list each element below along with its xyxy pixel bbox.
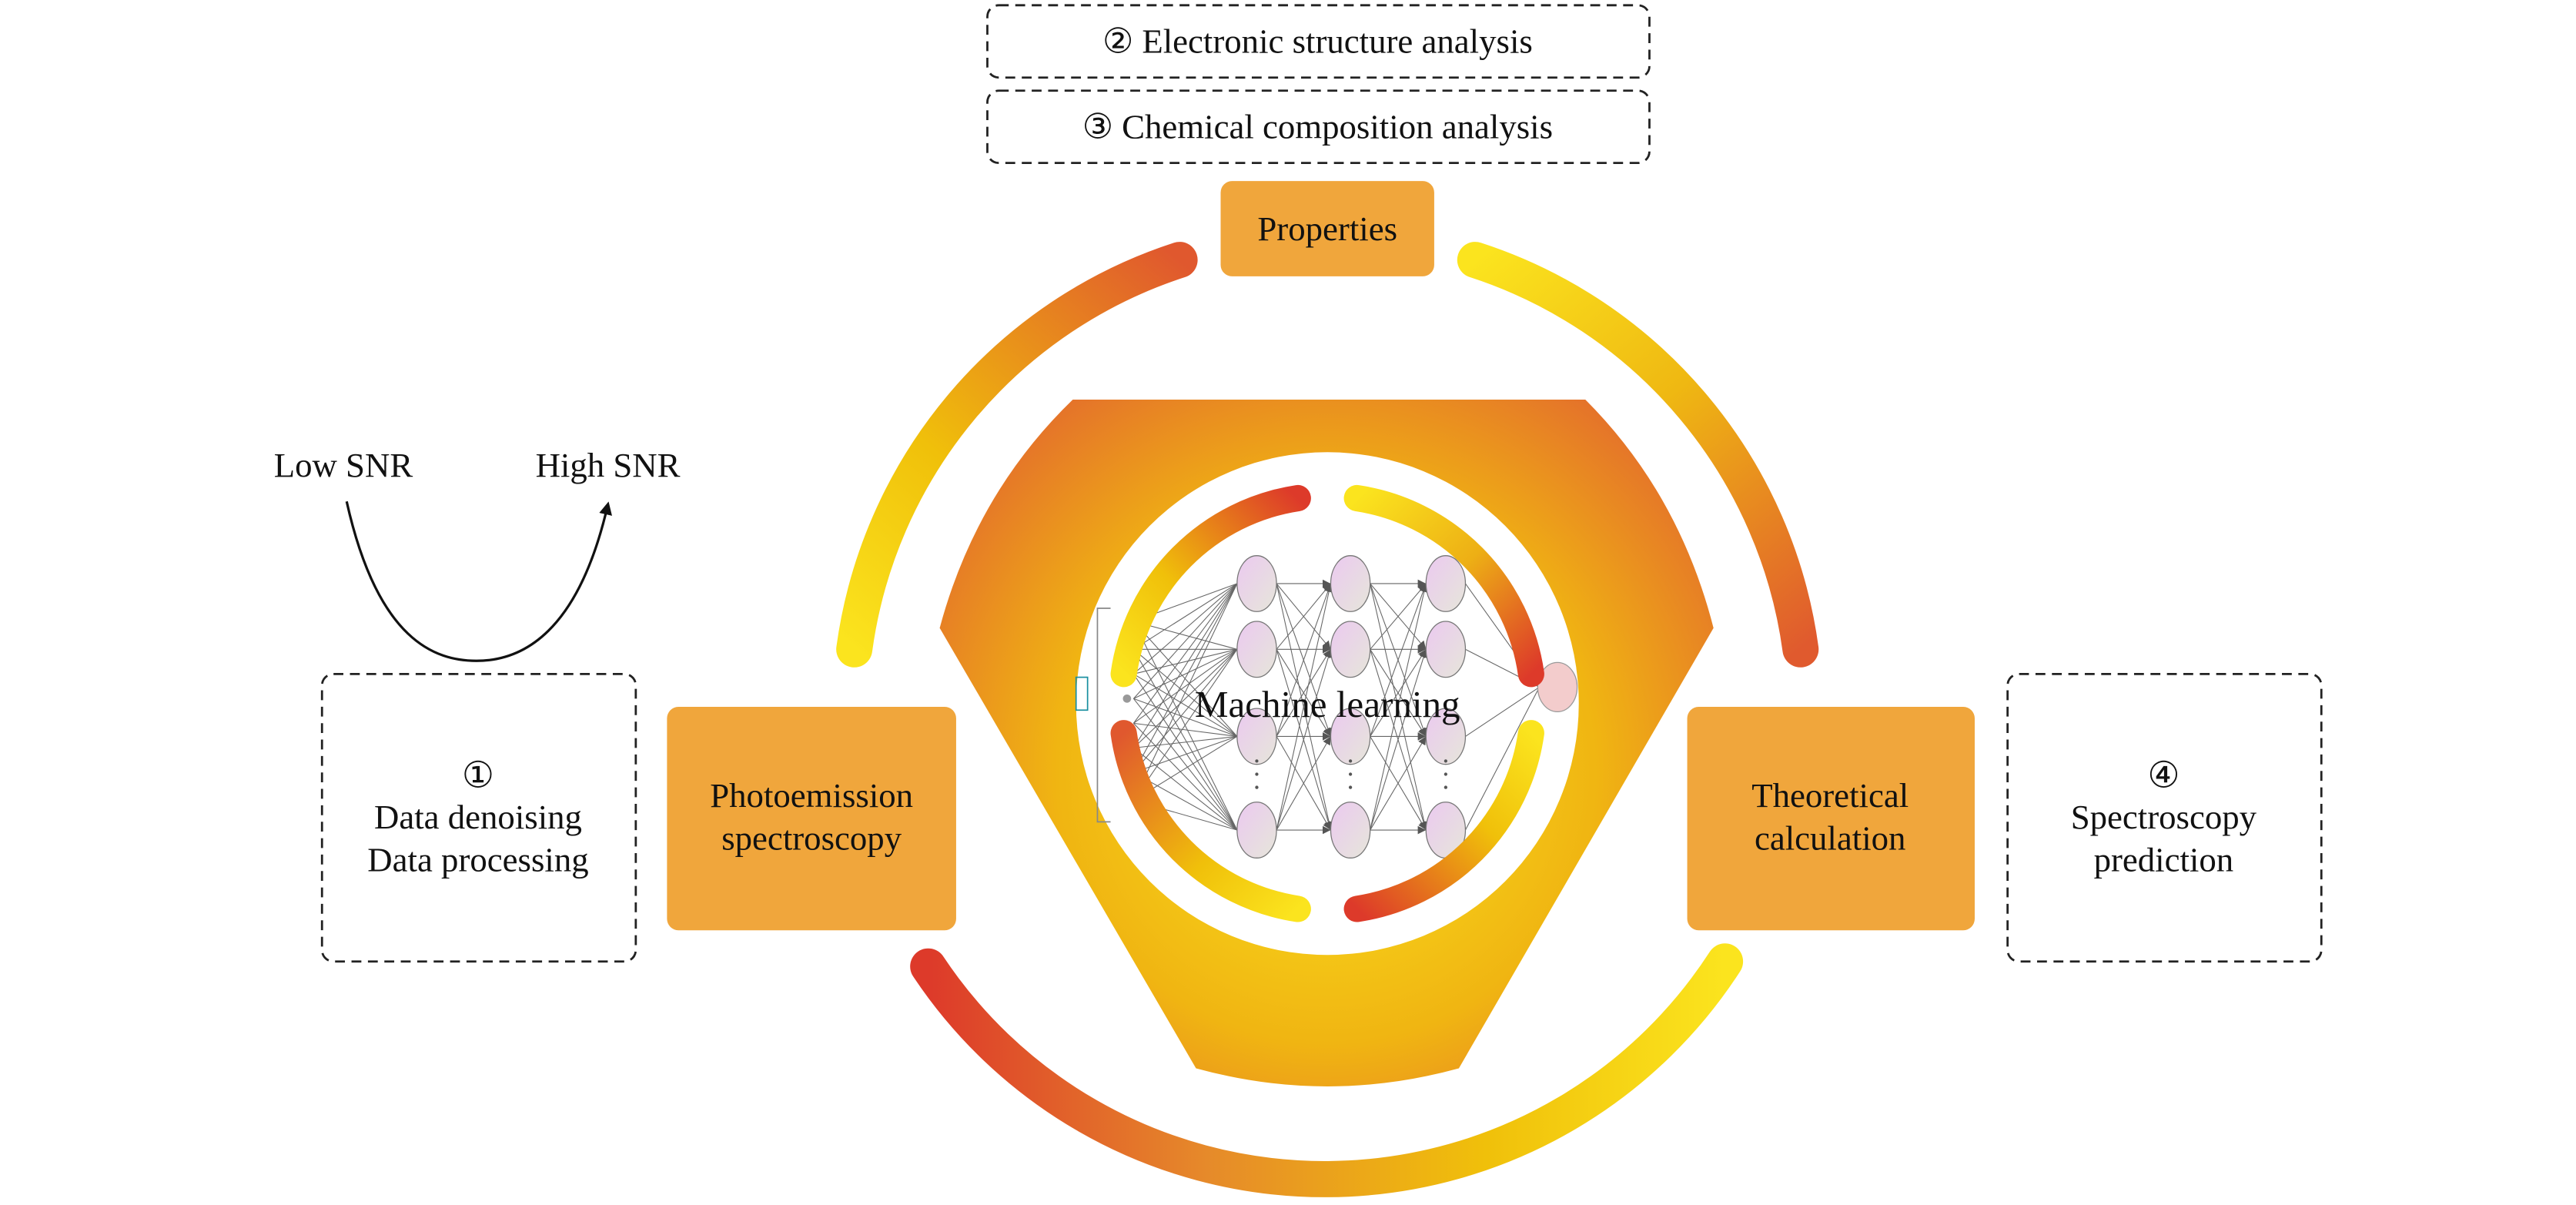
nn-edge <box>1132 583 1238 748</box>
nn-edge <box>1370 736 1427 831</box>
input-bracket <box>1096 608 1111 823</box>
nn-edge <box>1276 649 1333 831</box>
nn-edge <box>1464 687 1540 831</box>
theoretical-label-line2: calculation <box>1755 819 1906 858</box>
step-number-4: ④ <box>2147 756 2180 796</box>
nn-edge <box>1133 583 1238 699</box>
nn-output-neuron <box>1537 661 1578 713</box>
spectroscopy-label: Spectroscopy <box>2071 798 2257 836</box>
photoemission-label-line2: spectroscopy <box>721 819 902 858</box>
nn-edge <box>1132 583 1238 801</box>
nn-edge <box>1133 648 1238 724</box>
nn-edge <box>1133 621 1237 650</box>
input-marker <box>1075 676 1089 711</box>
nn-ellipsis-dot <box>1255 759 1259 763</box>
properties-box: Properties <box>1220 181 1434 276</box>
electronic-structure-box: ② Electronic structure analysis <box>986 4 1651 79</box>
outer-arc-top-left <box>836 242 1198 668</box>
nn-edge <box>1276 736 1331 831</box>
nn-edge <box>1276 649 1331 737</box>
nn-edge <box>1133 698 1238 737</box>
spectroscopy-prediction-box: ④ Spectroscopy prediction <box>2006 672 2323 963</box>
prediction-label: prediction <box>2094 840 2234 879</box>
outer-arc-top-right <box>1457 242 1819 668</box>
nn-edge <box>1133 583 1238 650</box>
nn-edge <box>1370 583 1429 831</box>
properties-label: Properties <box>1257 209 1397 248</box>
electronic-structure-label: ② Electronic structure analysis <box>1102 22 1533 61</box>
nn-ellipsis-dot <box>1348 772 1353 776</box>
nn-input-node <box>1122 695 1132 703</box>
nn-ellipsis-dot <box>1444 785 1447 789</box>
nn-ellipsis-dot <box>1348 759 1353 763</box>
photoemission-spectroscopy-box: Photoemission spectroscopy <box>667 707 956 931</box>
nn-edge <box>1133 648 1238 773</box>
nn-edge <box>1133 722 1237 737</box>
nn-ellipsis-dot <box>1255 772 1259 776</box>
step-number-1: ① <box>462 756 494 796</box>
inner-arc-bottom-left <box>1110 720 1311 922</box>
inner-arc-top-left <box>1110 484 1311 688</box>
snr-arrow-curve <box>345 500 612 662</box>
machine-learning-label: Machine learning <box>1195 683 1460 725</box>
nn-neuron <box>1330 621 1371 678</box>
nn-edge <box>1133 673 1238 737</box>
theoretical-label-line1: Theoretical <box>1751 776 1909 815</box>
nn-edge <box>1133 648 1238 748</box>
nn-edge <box>1133 583 1238 674</box>
nn-edge <box>1132 583 1238 724</box>
nn-edge <box>1276 583 1333 831</box>
nn-edge <box>1370 583 1427 737</box>
nn-neuron <box>1425 555 1467 612</box>
nn-neuron <box>1330 802 1371 859</box>
nn-ellipsis-dot <box>1444 772 1447 776</box>
data-denoising-label: Data denoising <box>374 798 582 836</box>
nn-neuron <box>1236 708 1277 765</box>
nn-neuron <box>1236 802 1277 859</box>
nn-edge <box>1132 583 1238 773</box>
nn-edge <box>1370 649 1428 831</box>
nn-edge <box>1133 648 1237 674</box>
outer-arc-bottom <box>910 943 1744 1197</box>
nn-edge <box>1133 735 1238 773</box>
nn-edge <box>1276 583 1331 650</box>
nn-neuron <box>1425 621 1467 678</box>
nn-edge <box>1465 686 1540 737</box>
nn-ellipsis-dot <box>1255 785 1259 789</box>
data-processing-box: ① Data denoising Data processing <box>320 672 637 963</box>
nn-edge <box>1370 583 1427 650</box>
nn-ellipsis-dot <box>1444 759 1447 763</box>
nn-neuron <box>1425 708 1467 765</box>
nn-neuron <box>1330 708 1371 765</box>
nn-edge <box>1276 583 1332 737</box>
nn-neuron <box>1236 555 1277 612</box>
nn-edge <box>1133 735 1237 748</box>
nn-neuron <box>1236 621 1277 678</box>
chemical-composition-box: ③ Chemical composition analysis <box>986 89 1651 165</box>
nn-edge <box>1133 648 1238 699</box>
nn-edge <box>1132 649 1238 801</box>
low-snr-label: Low SNR <box>274 446 413 484</box>
data-processing-label: Data processing <box>367 840 588 879</box>
chemical-composition-label: ③ Chemical composition analysis <box>1082 108 1553 146</box>
nn-edge <box>1132 621 1238 831</box>
nn-edge <box>1370 649 1427 737</box>
theoretical-calculation-box: Theoretical calculation <box>1687 707 1975 931</box>
nn-neuron <box>1330 555 1371 612</box>
inner-arc-bottom-right <box>1343 720 1544 922</box>
neural-network <box>1075 555 1578 859</box>
nn-edge <box>1133 747 1238 831</box>
nn-ellipsis-dot <box>1348 785 1353 789</box>
inner-arc-top-right <box>1343 484 1544 688</box>
photoemission-label-line1: Photoemission <box>710 776 913 815</box>
high-snr-label: High SNR <box>536 446 681 484</box>
